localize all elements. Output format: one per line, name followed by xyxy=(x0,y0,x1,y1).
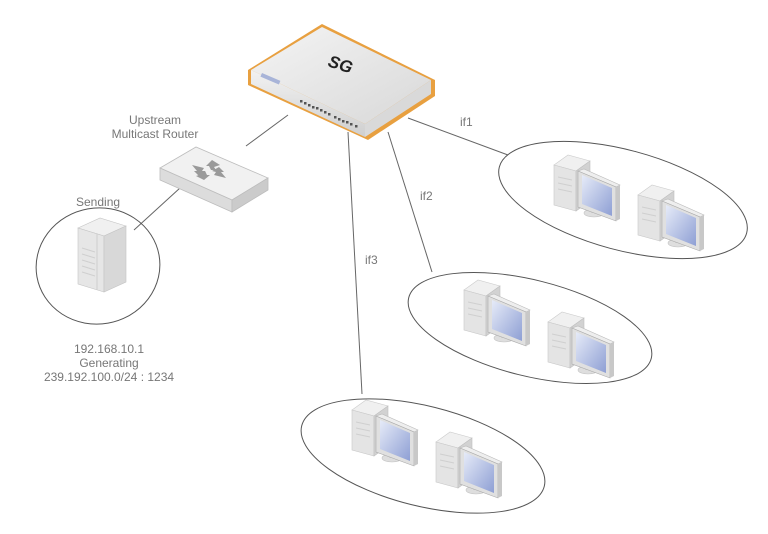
sending-server[interactable] xyxy=(77,217,127,293)
upstream-router-device[interactable] xyxy=(159,146,269,213)
interface-label-if2: if2 xyxy=(420,189,433,203)
host-pc[interactable] xyxy=(547,311,615,379)
sender-stream: 239.192.100.0/24 : 1234 xyxy=(43,370,175,384)
host-pc[interactable] xyxy=(553,154,621,222)
link-if3 xyxy=(347,131,363,395)
if3-hosts xyxy=(351,399,503,499)
router-arrows-icon xyxy=(192,160,226,180)
host-groups xyxy=(35,140,748,514)
interface-label-if1: if1 xyxy=(460,115,473,129)
connection-lines xyxy=(133,114,509,395)
sender-info: 192.168.10.1 Generating 239.192.100.0/24… xyxy=(14,342,204,384)
if1-hosts xyxy=(553,154,705,252)
router-label: Upstream Multicast Router xyxy=(100,113,210,141)
host-pc[interactable] xyxy=(435,431,503,499)
host-pc[interactable] xyxy=(463,279,531,347)
sender-action: Generating xyxy=(79,356,139,370)
link-if2 xyxy=(387,131,433,273)
router-label-line1: Upstream xyxy=(128,113,181,127)
sender-group-ellipse xyxy=(35,207,161,325)
host-pc[interactable] xyxy=(351,399,419,467)
if1-group-ellipse xyxy=(498,140,748,260)
sender-ip: 192.168.10.1 xyxy=(73,342,145,356)
router-label-line2: Multicast Router xyxy=(111,127,199,141)
if2-hosts xyxy=(463,279,615,379)
interface-label-if3: if3 xyxy=(365,253,378,267)
host-pc[interactable] xyxy=(637,184,705,252)
status-led-bar xyxy=(260,73,281,85)
link-sg-router xyxy=(245,114,289,147)
link-if1 xyxy=(407,117,509,156)
security-gateway-device[interactable] xyxy=(248,24,435,140)
if2-group-ellipse xyxy=(407,271,653,385)
sending-label: Sending xyxy=(76,195,121,209)
port-row xyxy=(300,100,358,128)
if3-group-ellipse xyxy=(300,398,546,514)
link-router-sender xyxy=(133,187,181,231)
